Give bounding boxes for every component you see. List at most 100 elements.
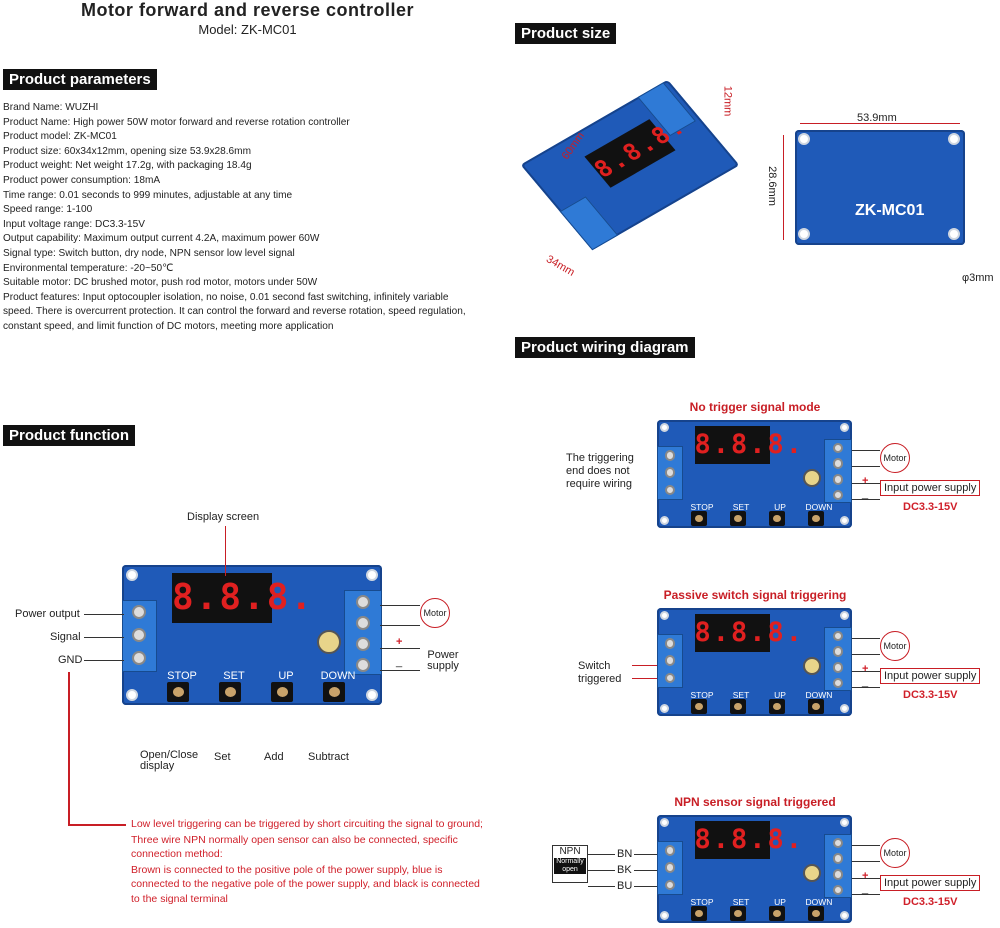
parameter-line: Brand Name: WUZHI <box>3 102 99 113</box>
dim-open-height: 28.6mm <box>765 166 778 206</box>
button-label-up: UP <box>278 670 294 682</box>
board-back-image: ZK-MC01 <box>795 130 965 245</box>
button-label-down: DOWN <box>805 896 833 907</box>
plus-sign: + <box>862 870 869 882</box>
label-add: Add <box>264 751 284 763</box>
parameter-line: Output capability: Maximum output curren… <box>3 233 320 245</box>
button-up[interactable] <box>768 510 786 526</box>
parameter-line: Time range: 0.01 seconds to 999 minutes,… <box>3 189 293 201</box>
no-wiring-note: The triggering end does not require wiri… <box>566 452 634 490</box>
note: Three wire NPN normally open sensor can … <box>131 833 458 861</box>
label-gnd: GND <box>58 654 83 666</box>
button-down[interactable] <box>323 682 345 702</box>
button-stop[interactable] <box>167 682 189 702</box>
wire-bu: BU <box>615 880 635 892</box>
switch-label: Switch triggered <box>578 660 622 685</box>
wiring-board: 8.8.8. STOP SET UP DOWN <box>657 608 852 716</box>
button-down[interactable] <box>807 905 825 921</box>
seven-segment-display: 8.8.8. <box>694 426 802 464</box>
button-label-stop: STOP <box>690 689 714 700</box>
motor-circle: Motor <box>880 838 910 868</box>
wiring-board: 8.8.8. STOP SET UP DOWN <box>657 815 852 923</box>
plus-sign: + <box>396 636 403 648</box>
label-set: Set <box>214 751 231 763</box>
button-label-up: UP <box>774 689 786 700</box>
wiring-board: 8.8.8. STOP SET UP DOWN <box>657 420 852 528</box>
capacitor <box>317 630 341 654</box>
parameter-line: Product power consumption: 18mA <box>3 174 161 186</box>
parameters-list: Brand Name: WUZHI Product Name: High powe… <box>3 101 478 335</box>
button-label-set: SET <box>732 689 750 700</box>
button-label-down: DOWN <box>805 501 833 512</box>
button-up[interactable] <box>768 905 786 921</box>
button-set[interactable] <box>729 510 747 526</box>
parameter-line: Input voltage range: DC3.3-15V <box>3 218 145 230</box>
dim-open-width: 53.9mm <box>857 112 897 124</box>
function-board: 8.8.8. STOP SET UP DOWN <box>122 565 382 705</box>
button-stop[interactable] <box>690 905 708 921</box>
seven-segment-display: 8.8.8. <box>694 821 802 859</box>
dim-height: 12mm <box>721 85 734 117</box>
plus-sign: + <box>862 475 869 487</box>
wire-bk: BK <box>615 864 634 876</box>
button-label-stop: STOP <box>690 501 714 512</box>
button-up[interactable] <box>768 698 786 714</box>
parameter-line: Product Name: High power 50W motor forwa… <box>3 116 350 128</box>
button-set[interactable] <box>219 682 241 702</box>
page-title: Motor forward and reverse controller <box>80 0 415 20</box>
note: Low level triggering can be triggered by… <box>131 818 483 830</box>
parameter-line: Product features: Input optocoupler isol… <box>3 291 466 332</box>
wiring-title: No trigger signal mode <box>689 400 821 414</box>
button-set[interactable] <box>729 905 747 921</box>
button-label-up: UP <box>774 501 786 512</box>
button-label-down: DOWN <box>805 689 833 700</box>
normally-open-label: Normally open <box>554 858 586 874</box>
button-label-stop: STOP <box>690 896 714 907</box>
seven-segment-display: 8.8.8. <box>694 614 802 652</box>
section-function: Product function <box>3 425 135 446</box>
capacitor <box>803 656 822 675</box>
button-label-up: UP <box>774 896 786 907</box>
minus-sign: _ <box>396 656 403 668</box>
wire-bn: BN <box>615 848 635 860</box>
minus-sign: _ <box>862 883 869 895</box>
button-set[interactable] <box>729 698 747 714</box>
section-size: Product size <box>515 23 617 44</box>
npn-label: NPN <box>559 846 581 857</box>
button-label-down: DOWN <box>320 670 356 682</box>
parameter-line: Product model: ZK-MC01 <box>3 131 117 143</box>
parameter-line: Speed range: 1-100 <box>3 204 93 216</box>
parameter-line: Suitable motor: DC brushed motor, push r… <box>3 277 318 289</box>
label-display-screen: Display screen <box>187 511 260 523</box>
input-power-label: Input power supply <box>880 875 981 891</box>
voltage-label: DC3.3-15V <box>903 689 958 701</box>
button-label-set: SET <box>223 670 245 682</box>
parameter-line: Product weight: Net weight 17.2g, with p… <box>3 160 252 172</box>
button-down[interactable] <box>807 510 825 526</box>
parameter-line: Product size: 60x34x12mm, opening size 5… <box>3 145 251 157</box>
label-open-close: Open/Close display <box>140 749 199 772</box>
minus-sign: _ <box>862 488 869 500</box>
parameter-line: Signal type: Switch button, dry node, NP… <box>3 247 295 259</box>
button-stop[interactable] <box>690 698 708 714</box>
dim-hole: φ3mm <box>962 272 994 284</box>
board-iso-image: 8.8.8. <box>520 79 740 251</box>
button-label-set: SET <box>732 501 750 512</box>
button-stop[interactable] <box>690 510 708 526</box>
button-down[interactable] <box>807 698 825 714</box>
button-up[interactable] <box>271 682 293 702</box>
label-subtract: Subtract <box>308 751 349 763</box>
parameter-line: Environmental temperature: -20~50℃ <box>3 262 174 274</box>
wiring-title: NPN sensor signal triggered <box>674 795 836 809</box>
label-signal: Signal <box>50 631 81 643</box>
motor-circle: Motor <box>880 631 910 661</box>
note: Brown is connected to the positive pole … <box>131 863 480 905</box>
button-label-stop: STOP <box>167 670 197 682</box>
trigger-notes: Low level triggering can be triggered by… <box>131 817 491 908</box>
motor-circle: Motor <box>880 443 910 473</box>
minus-sign: _ <box>862 676 869 688</box>
motor-circle: Motor <box>420 598 450 628</box>
dim-width: 34mm <box>544 253 577 279</box>
section-wiring: Product wiring diagram <box>515 337 695 358</box>
model-line: Model: ZK-MC01 <box>198 22 297 37</box>
